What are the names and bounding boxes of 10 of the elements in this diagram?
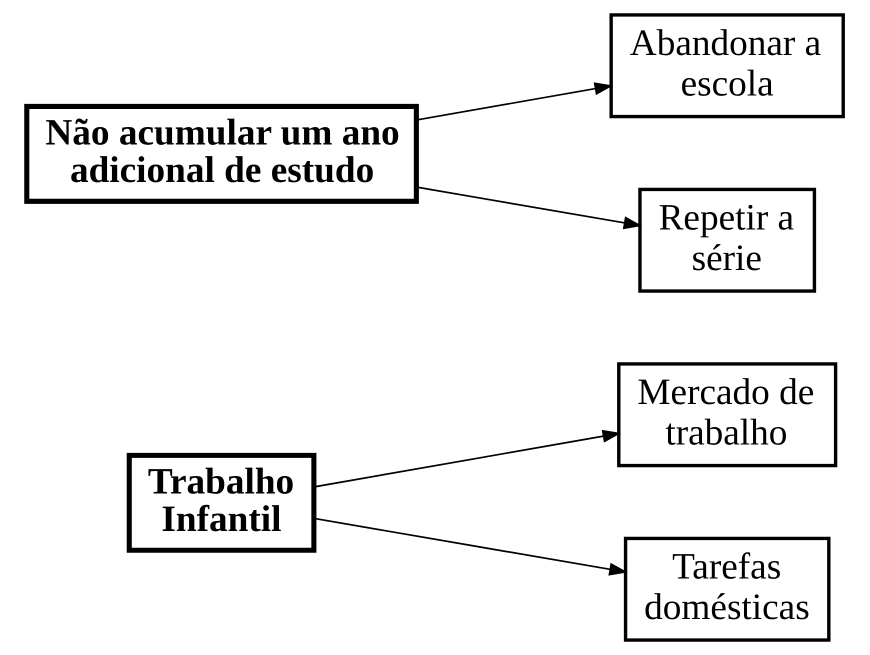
node-box: Abandonar a escola	[609, 13, 845, 118]
node-box: Tarefas domésticas	[624, 536, 831, 642]
arrow	[314, 518, 628, 576]
node-box: Não acumular um ano adicional de estudo	[24, 104, 419, 204]
arrow	[416, 186, 642, 230]
arrow	[314, 430, 622, 488]
node-box: Trabalho Infantil	[126, 452, 316, 553]
node-box: Mercado de trabalho	[617, 362, 838, 468]
arrow	[416, 82, 614, 121]
node-box: Repetir a série	[638, 188, 816, 293]
